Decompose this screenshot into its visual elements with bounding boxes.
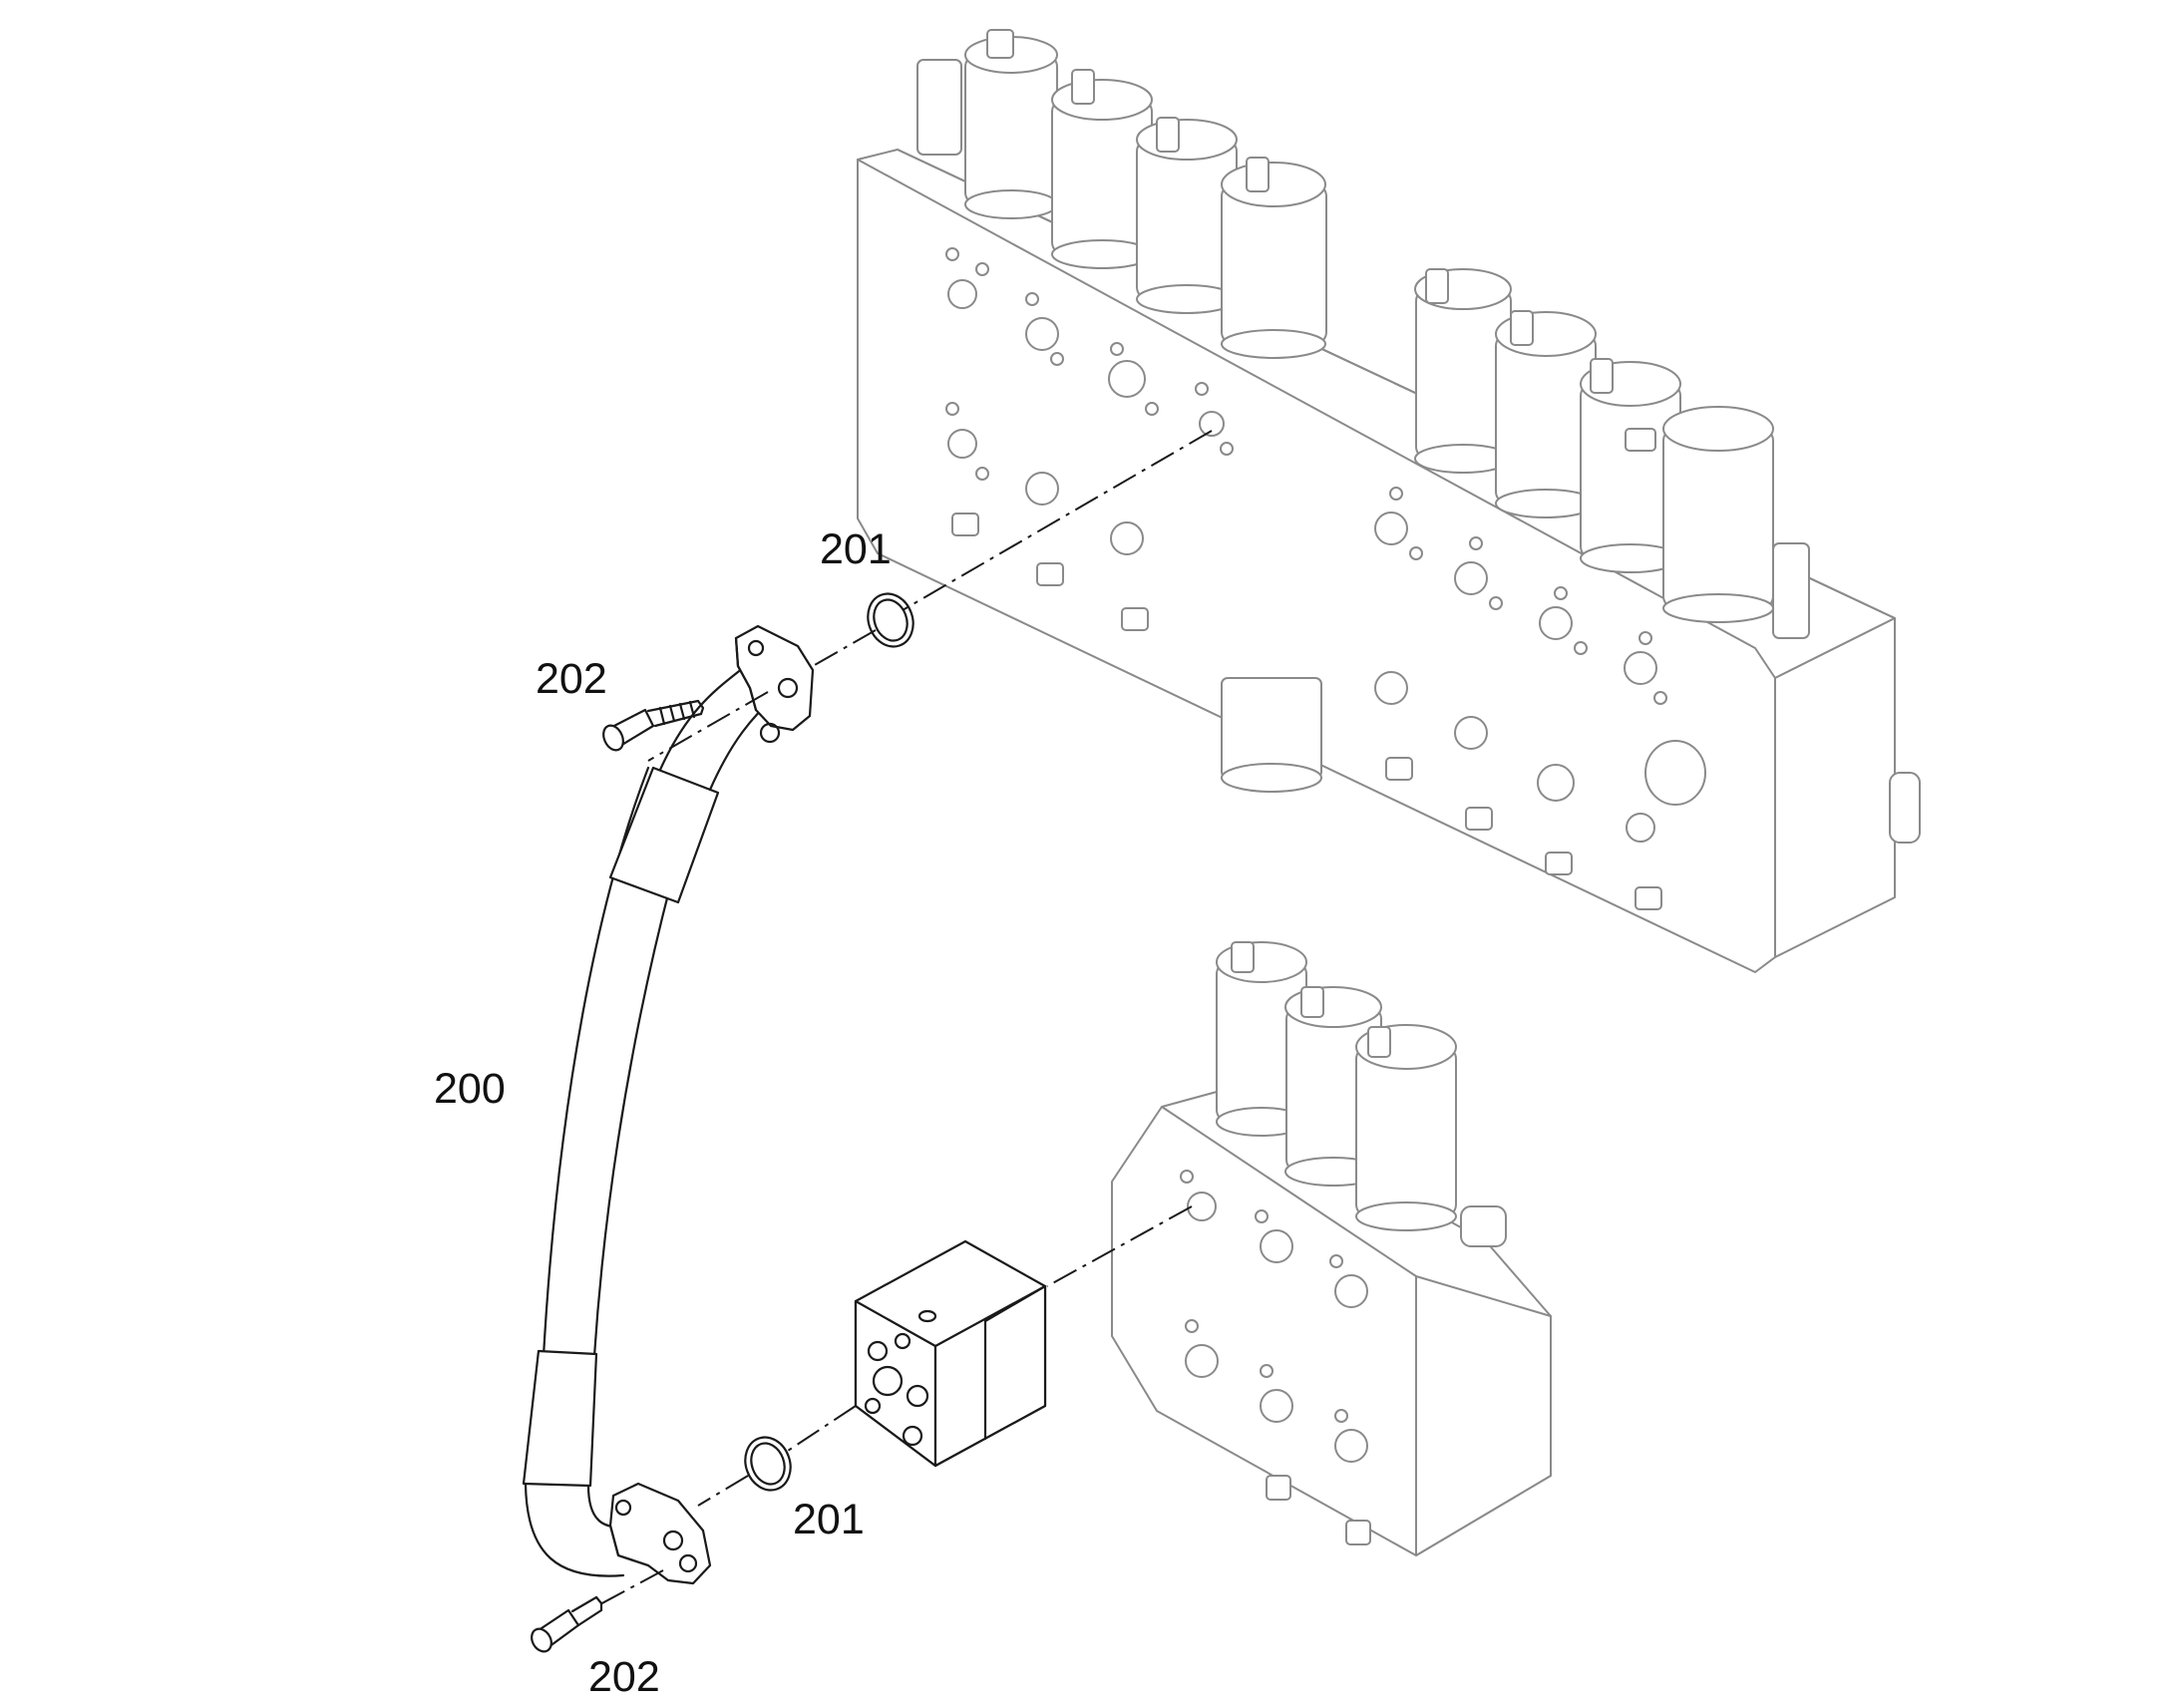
solenoid-coils-row1: [964, 29, 1327, 359]
valve-ports: [945, 247, 1667, 843]
assembly-centerlines: [597, 430, 1213, 1606]
callout-hose: 200: [434, 1065, 506, 1113]
upper-flange: [734, 624, 815, 744]
o-ring-top: [867, 592, 914, 648]
hydraulic-hose: [522, 624, 815, 1585]
callout-screw-bottom: 202: [588, 1653, 660, 1701]
solenoid-coils-row2: [1414, 268, 1774, 623]
screw-bottom: [531, 1595, 603, 1653]
adapter-block: [854, 1239, 1047, 1468]
screw-top: [602, 699, 705, 752]
main-valve-block: [857, 29, 1921, 973]
callout-o-ring-top: 201: [820, 525, 892, 573]
callout-screw-top: 202: [536, 655, 607, 703]
secondary-valve-block: [1111, 941, 1552, 1556]
lower-flange: [608, 1482, 712, 1585]
bottom-fittings: [951, 512, 1662, 910]
callout-o-ring-bottom: 201: [793, 1496, 865, 1543]
o-ring-bottom: [744, 1436, 792, 1492]
